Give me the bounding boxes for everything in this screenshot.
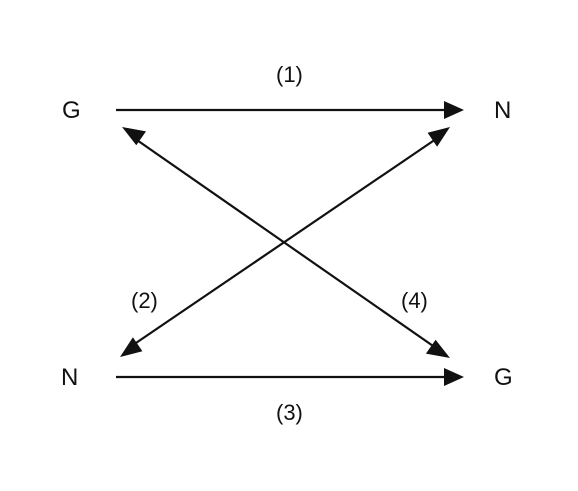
edge-diagonal-down — [122, 127, 450, 358]
node-top-left-label: G — [62, 97, 81, 124]
edge-diagonal-down-arrowhead-end — [425, 339, 450, 358]
edge-left-diagonal-label: (2) — [131, 288, 158, 313]
node-top-right-label: N — [494, 97, 511, 124]
edge-diagonal-up-arrowhead-start — [120, 337, 143, 357]
edge-top-arrowhead — [444, 101, 464, 119]
edge-bottom — [116, 368, 464, 386]
edge-bottom-arrowhead — [444, 368, 464, 386]
edge-diagonal-up-arrowhead-end — [427, 127, 450, 147]
edge-top-label: (1) — [276, 62, 303, 87]
edge-diagonal-down-arrowhead-start — [122, 127, 146, 146]
node-bottom-left-label: N — [61, 364, 78, 391]
edge-right-diagonal-label: (4) — [401, 288, 428, 313]
edge-top — [116, 101, 464, 119]
edge-diagonal-down-line — [133, 137, 437, 349]
edge-diagonal-up-line — [132, 138, 437, 346]
edge-bottom-label: (3) — [276, 400, 303, 425]
edge-diagonal-up — [120, 127, 450, 357]
node-bottom-right-label: G — [494, 364, 513, 391]
